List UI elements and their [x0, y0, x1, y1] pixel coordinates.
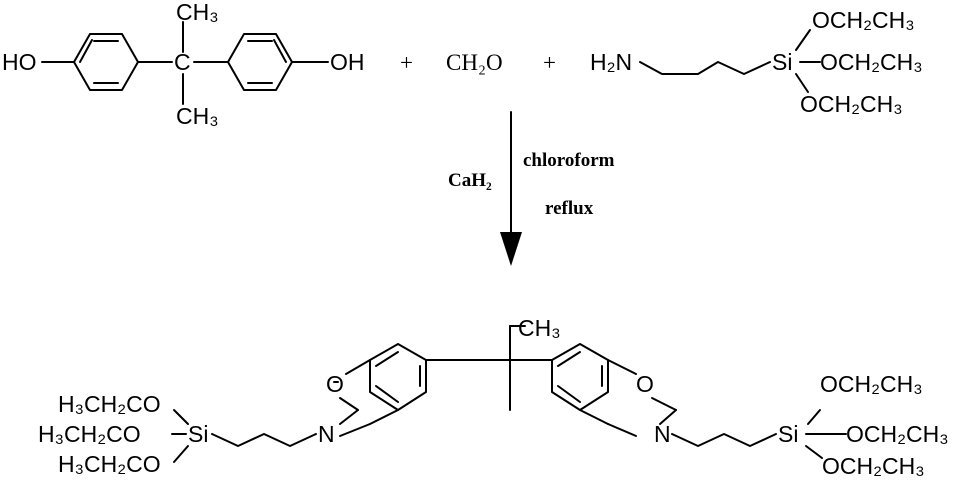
product-left-silicon: Si	[188, 421, 208, 447]
bisphenol-a-structure: HO C CH₃ CH₃ OH	[2, 0, 365, 129]
plus-sign-2: +	[543, 50, 556, 75]
aptes-silicon: Si	[772, 49, 792, 75]
reaction-arrow	[500, 111, 522, 266]
bisphenol-methyl-top: CH₃	[176, 0, 219, 25]
product-right-oxygen: O	[636, 371, 654, 397]
product-right-ethoxy-2: OCH₂CH₃	[846, 421, 949, 447]
product-left-oxygen: O	[326, 371, 344, 397]
product-left-ethoxy-3: H₃CH₂CO	[58, 451, 161, 477]
product-structure: H₃CH₂CO H₃CH₂CO H₃CH₂CO Si N O CH₃	[38, 315, 949, 479]
bisphenol-quaternary-c: C	[174, 49, 191, 75]
aptes-ethoxy-1: OCH₂CH₃	[812, 7, 915, 33]
product-methyl-top: CH₃	[518, 315, 561, 341]
product-left-ethoxy-2: H₃CH₂CO	[38, 421, 141, 447]
condition-catalyst: CaH₂	[448, 170, 492, 191]
bisphenol-oh-left: HO	[2, 49, 37, 75]
aptes-ethoxy-2: OCH₂CH₃	[820, 49, 923, 75]
aptes-structure: H₂N Si OCH₂CH₃ OCH₂CH₃ OCH₂CH₃	[590, 7, 923, 117]
bisphenol-methyl-bottom: CH₃	[176, 103, 219, 129]
formaldehyde-formula: CH₂O	[446, 50, 503, 75]
condition-temperature: reflux	[545, 198, 594, 219]
product-right-nitrogen: N	[654, 421, 671, 447]
aptes-ethoxy-3: OCH₂CH₃	[800, 91, 903, 117]
bisphenol-oh-right: OH	[330, 49, 365, 75]
product-right-ethoxy-1: OCH₂CH₃	[820, 371, 923, 397]
aptes-amine: H₂N	[590, 49, 632, 75]
condition-solvent: chloroform	[523, 150, 615, 171]
product-right-silicon: Si	[778, 421, 798, 447]
product-right-ethoxy-3: OCH₂CH₃	[822, 453, 925, 479]
product-left-nitrogen: N	[318, 421, 335, 447]
product-left-ethoxy-1: H₃CH₂CO	[58, 391, 161, 417]
plus-sign-1: +	[400, 50, 413, 75]
